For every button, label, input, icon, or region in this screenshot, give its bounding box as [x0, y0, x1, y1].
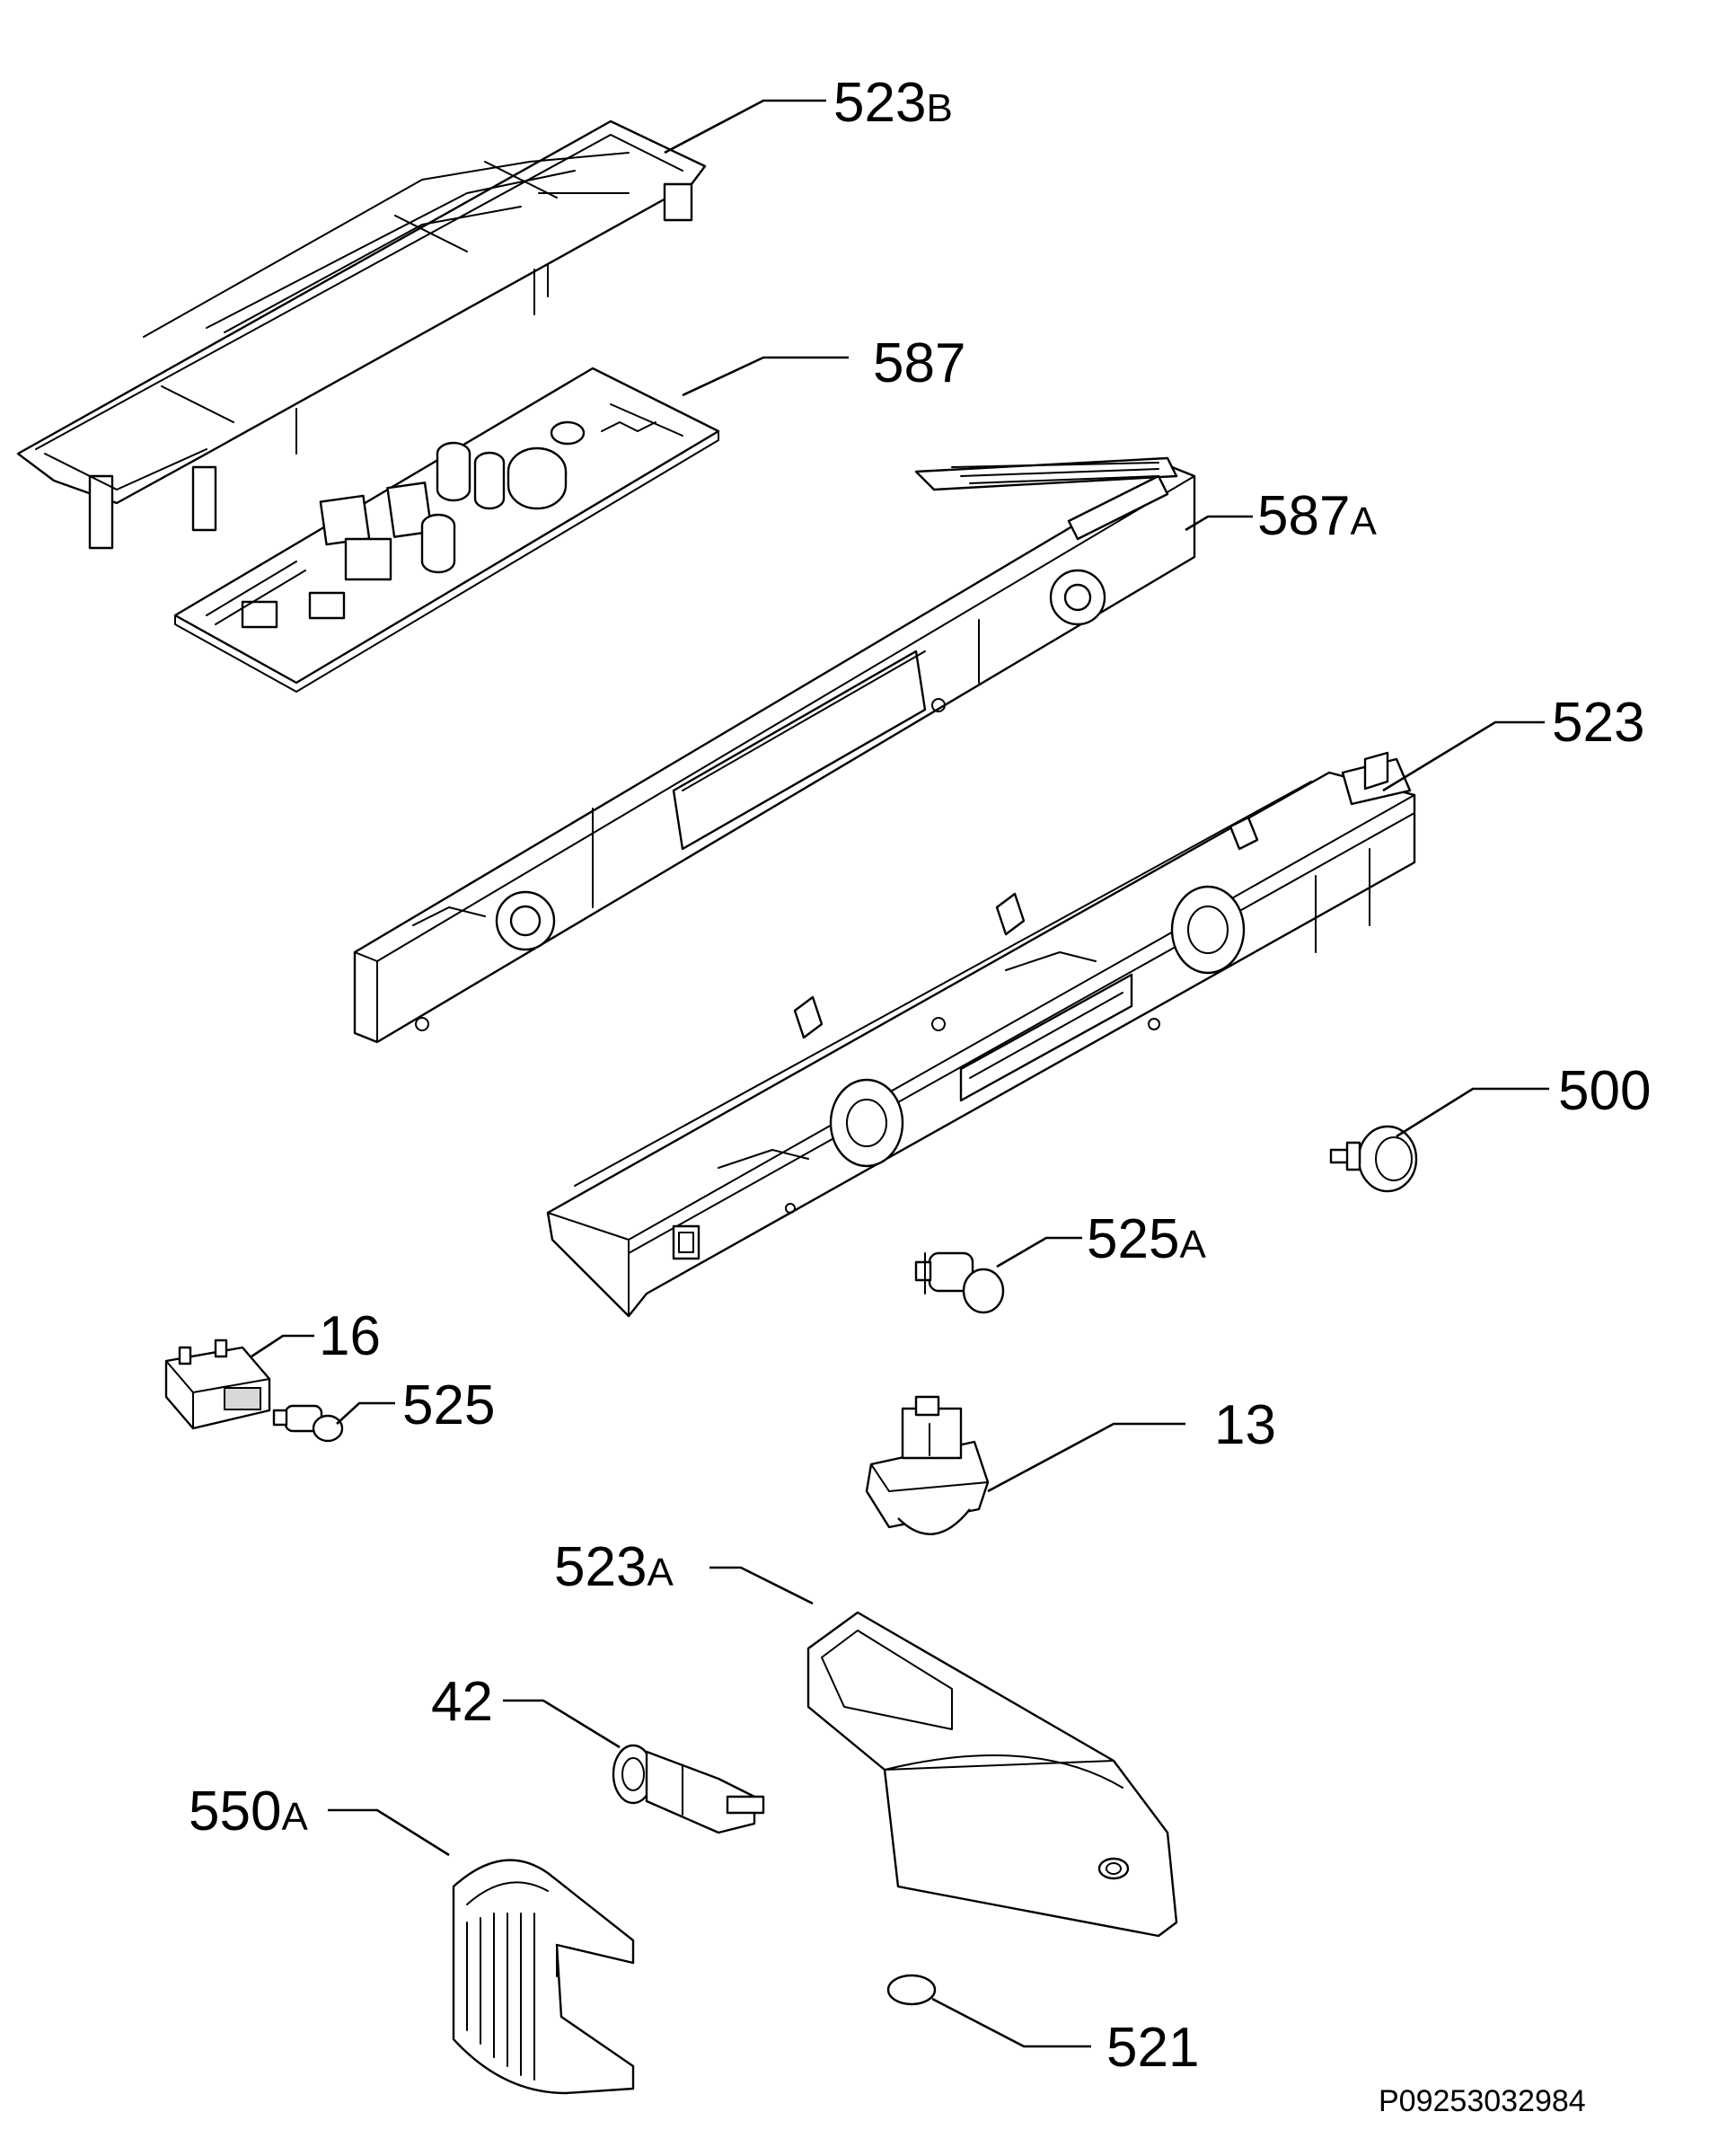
- callout-525: 525: [402, 1374, 495, 1436]
- leader-587a: [1185, 515, 1253, 532]
- part-525-small-lamp: [272, 1404, 344, 1443]
- leader-523a: [709, 1566, 814, 1605]
- leader-42: [503, 1699, 621, 1749]
- callout-525a: 525A: [1087, 1208, 1206, 1270]
- leader-525a: [996, 1236, 1082, 1268]
- leader-16: [251, 1334, 314, 1358]
- part-587-control-board: [173, 367, 720, 693]
- callout-13: 13: [1214, 1394, 1276, 1456]
- callout-587: 587: [873, 332, 965, 394]
- callout-587a: 587A: [1257, 485, 1377, 547]
- part-500-knob: [1329, 1125, 1418, 1193]
- part-587a-display-board: [353, 456, 1196, 1044]
- part-523-panel-housing: [546, 751, 1416, 1318]
- callout-16: 16: [319, 1305, 381, 1367]
- leader-13: [987, 1422, 1185, 1493]
- part-550a-end-cap: [452, 1859, 635, 2095]
- part-525a-lamp: [914, 1251, 1005, 1314]
- part-16-switch: [164, 1339, 271, 1430]
- callout-550a: 550A: [189, 1780, 308, 1842]
- part-523a-end-cap: [806, 1611, 1178, 1938]
- leader-500: [1396, 1087, 1549, 1138]
- callout-523a: 523A: [554, 1536, 674, 1598]
- leader-525: [336, 1401, 395, 1425]
- callout-523b: 523B: [833, 72, 953, 134]
- part-521-washer: [886, 1974, 937, 2006]
- part-523b-top-cover: [16, 119, 707, 550]
- reference-code: P09253032984: [1379, 2084, 1586, 2118]
- callout-521: 521: [1106, 2017, 1199, 2079]
- leader-550a: [328, 1808, 450, 1857]
- part-13-thermostat: [865, 1395, 990, 1535]
- leader-587: [682, 356, 849, 397]
- callout-523: 523: [1552, 692, 1644, 754]
- callout-42: 42: [431, 1671, 493, 1733]
- leader-523: [1382, 720, 1545, 792]
- part-42-lamp-holder: [612, 1744, 765, 1834]
- callout-500: 500: [1558, 1060, 1651, 1122]
- leader-521: [931, 1997, 1091, 2048]
- leader-523b: [664, 99, 826, 155]
